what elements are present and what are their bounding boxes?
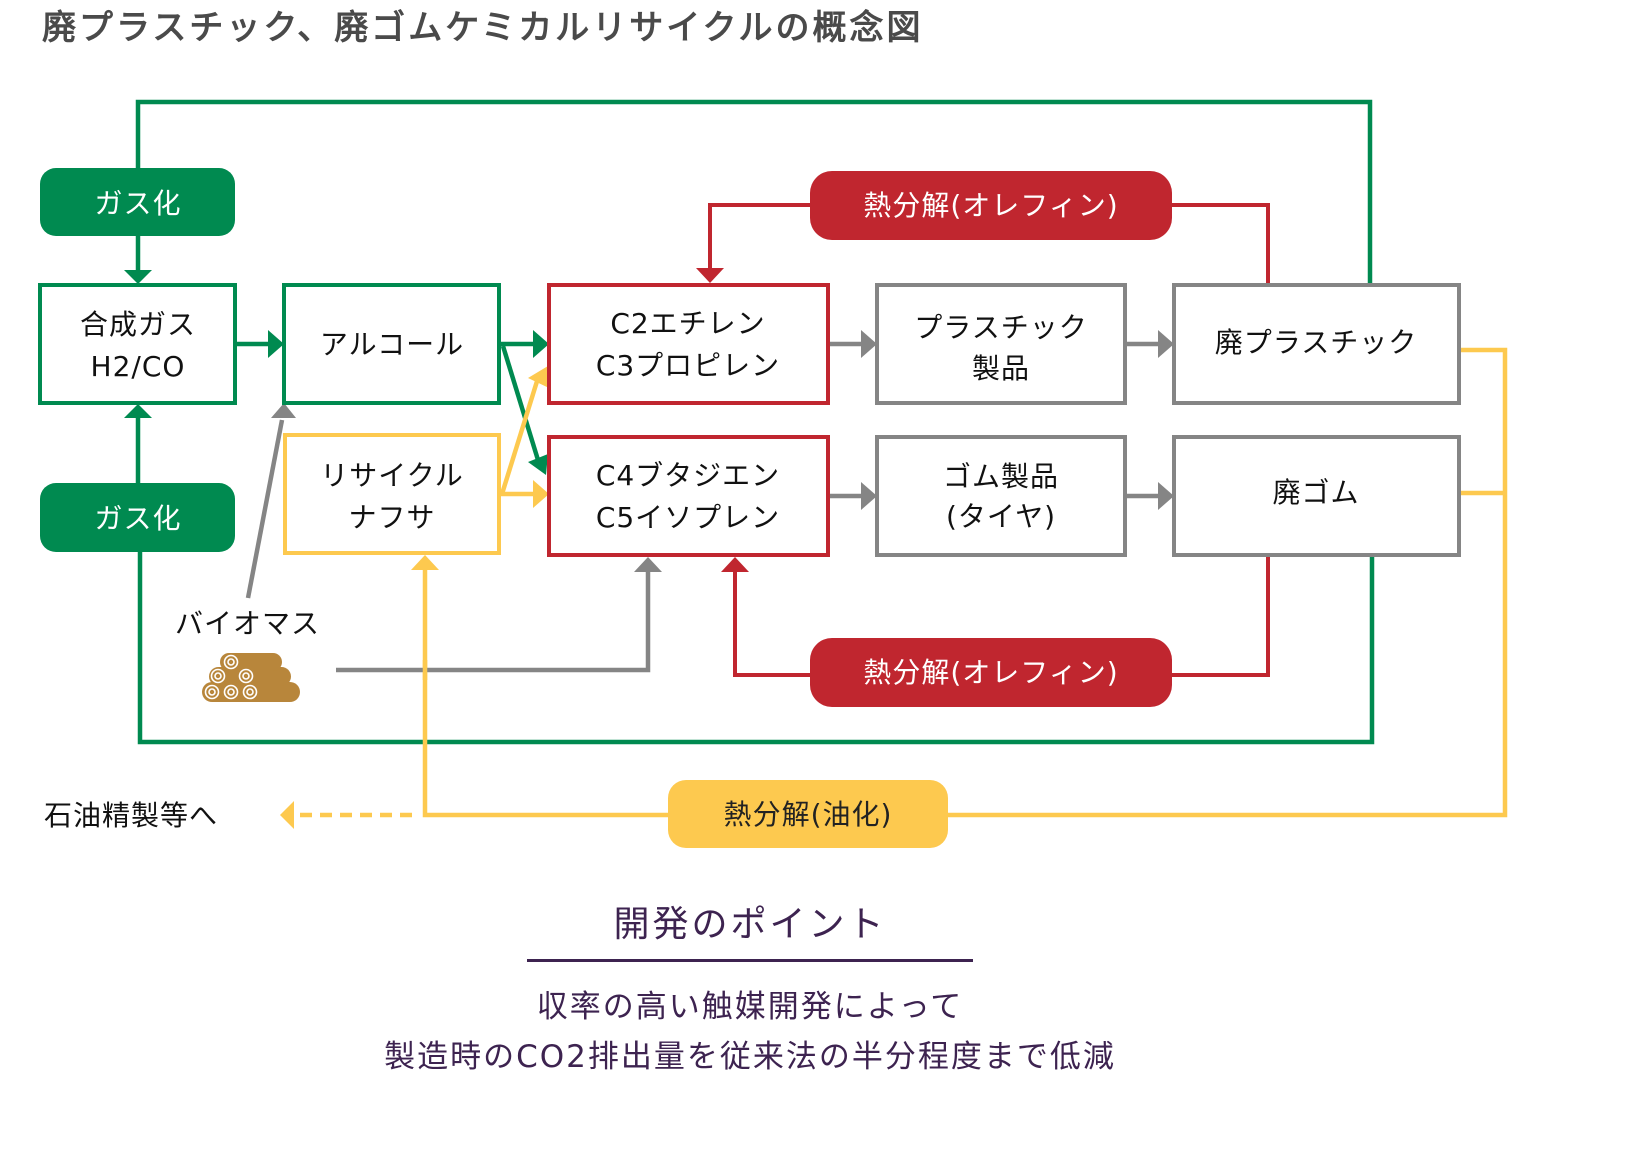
pill-pyrolysis-oil-label: 熱分解(油化): [724, 798, 893, 831]
node-waste-plastic-line1: 廃プラスチック: [1215, 326, 1417, 359]
development-points-divider: [527, 959, 973, 962]
node-c4c5-line2: C5イソプレン: [596, 501, 780, 534]
arrowhead-to-c4-from-pyrolysis: [721, 557, 749, 572]
development-points-line2: 製造時のCO2排出量を従来法の半分程度まで低減: [384, 1039, 1116, 1075]
development-points-heading: 開発のポイント: [613, 904, 887, 945]
gray-connectors: [245, 341, 1158, 673]
yellow-connectors: [290, 347, 1508, 818]
node-recycled-naphtha: リサイクル ナフサ: [283, 433, 501, 555]
arrowhead-to-rubber-products: [861, 482, 877, 510]
connector-pyrolysis-top-to-c2: [708, 203, 810, 268]
connector-biomass-to-alcohol: [245, 419, 285, 599]
pill-gasification-top: ガス化: [40, 168, 235, 236]
biomass-label: バイオマス: [175, 607, 320, 640]
node-c4c5: C4ブタジエン C5イソプレン: [547, 435, 830, 557]
arrowhead-to-c4-from-naphtha: [533, 480, 549, 508]
arrowhead-biomass-to-c4: [634, 557, 662, 572]
node-syngas-line2: H2/CO: [91, 350, 186, 383]
pill-pyrolysis-olefin-top: 熱分解(オレフィン): [810, 171, 1172, 240]
pill-pyrolysis-top-label: 熱分解(オレフィン): [863, 189, 1118, 222]
connector-pyrolysis-bottom-to-c4: [733, 572, 810, 677]
node-c4c5-line1: C4ブタジエン: [596, 459, 780, 492]
node-syngas-line1: 合成ガス: [80, 308, 196, 341]
node-c2c3-line1: C2エチレン: [610, 307, 765, 340]
node-syngas: 合成ガス H2/CO: [38, 283, 237, 405]
wood-logs-icon: [202, 653, 300, 702]
recycle-diagram: 合成ガス H2/CO アルコール リサイクル ナフサ C2エチレン C3プロピレ…: [38, 99, 1508, 848]
arrowhead-to-c2: [533, 330, 549, 358]
loop-waste-plastic-to-gasification: [135, 99, 1373, 284]
arrowhead-to-syngas-top: [124, 270, 152, 284]
development-points-line1: 収率の高い触媒開発によって: [536, 989, 964, 1025]
connector-oil-to-naphtha: [422, 570, 668, 818]
green-arrowheads: [124, 270, 549, 475]
pill-gasification-top-label: ガス化: [94, 187, 181, 220]
node-rubber-products: ゴム製品 (タイヤ): [875, 435, 1127, 557]
arrowhead-to-c2-from-naphtha: [528, 366, 549, 388]
loop-waste-rubber-to-gasification: [137, 552, 1375, 745]
connector-biomass-to-c4: [336, 572, 651, 673]
node-plastic-products: プラスチック 製品: [875, 283, 1127, 405]
arrowhead-to-c2-from-pyrolysis: [696, 268, 724, 283]
node-waste-plastic: 廃プラスチック: [1172, 283, 1461, 405]
arrowhead-biomass-to-alcohol: [271, 403, 296, 418]
yellow-arrowheads: [280, 366, 549, 829]
arrowhead-to-alcohol: [268, 330, 284, 358]
node-c2c3: C2エチレン C3プロピレン: [547, 283, 830, 405]
pill-pyrolysis-oil: 熱分解(油化): [668, 780, 948, 848]
gray-arrowheads: [271, 330, 1174, 572]
arrowhead-to-plastic-products: [861, 330, 877, 358]
node-naphtha-line1: リサイクル: [320, 459, 464, 492]
node-plastic-products-line1: プラスチック: [914, 311, 1087, 344]
node-naphtha-line2: ナフサ: [348, 501, 435, 534]
pill-gasification-bottom: ガス化: [40, 483, 235, 552]
arrowhead-to-syngas-bottom: [124, 404, 152, 418]
arrowhead-to-waste-plastic: [1158, 330, 1174, 358]
arrowhead-to-c4: [528, 454, 548, 475]
pill-pyrolysis-olefin-bottom: 熱分解(オレフィン): [810, 638, 1172, 707]
arrowhead-to-refining: [280, 801, 294, 829]
connector-alcohol-to-c4: [500, 345, 541, 461]
green-connectors: [135, 99, 1375, 745]
red-arrowheads: [696, 268, 749, 572]
page-title: 廃プラスチック、廃ゴムケミカルリサイクルの概念図: [42, 8, 924, 48]
arrowhead-to-waste-rubber: [1158, 482, 1174, 510]
loop-waste-plastic-to-oil: [948, 347, 1508, 818]
connector-waste-rubber-to-pyrolysis-bottom: [1172, 556, 1270, 677]
node-rubber-products-line1: ゴム製品: [943, 460, 1059, 493]
node-waste-rubber: 廃ゴム: [1172, 435, 1461, 557]
node-rubber-products-line2: (タイヤ): [946, 500, 1056, 533]
node-c2c3-line2: C3プロピレン: [596, 349, 780, 382]
pill-pyrolysis-bottom-label: 熱分解(オレフィン): [863, 656, 1118, 689]
pill-gasification-bottom-label: ガス化: [94, 502, 181, 535]
to-refining-label: 石油精製等へ: [44, 799, 218, 832]
connector-naphtha-to-c2: [499, 377, 541, 495]
connector-waste-plastic-to-pyrolysis-top: [1172, 203, 1270, 284]
arrowhead-to-naphtha: [411, 555, 439, 570]
node-alcohol: アルコール: [282, 283, 501, 405]
development-points: 開発のポイント 収率の高い触媒開発によって 製造時のCO2排出量を従来法の半分程…: [0, 895, 1500, 1082]
node-waste-rubber-line1: 廃ゴム: [1272, 476, 1359, 509]
red-connectors: [708, 203, 1270, 677]
node-alcohol-line1: アルコール: [320, 328, 464, 361]
node-plastic-products-line2: 製品: [972, 352, 1030, 385]
